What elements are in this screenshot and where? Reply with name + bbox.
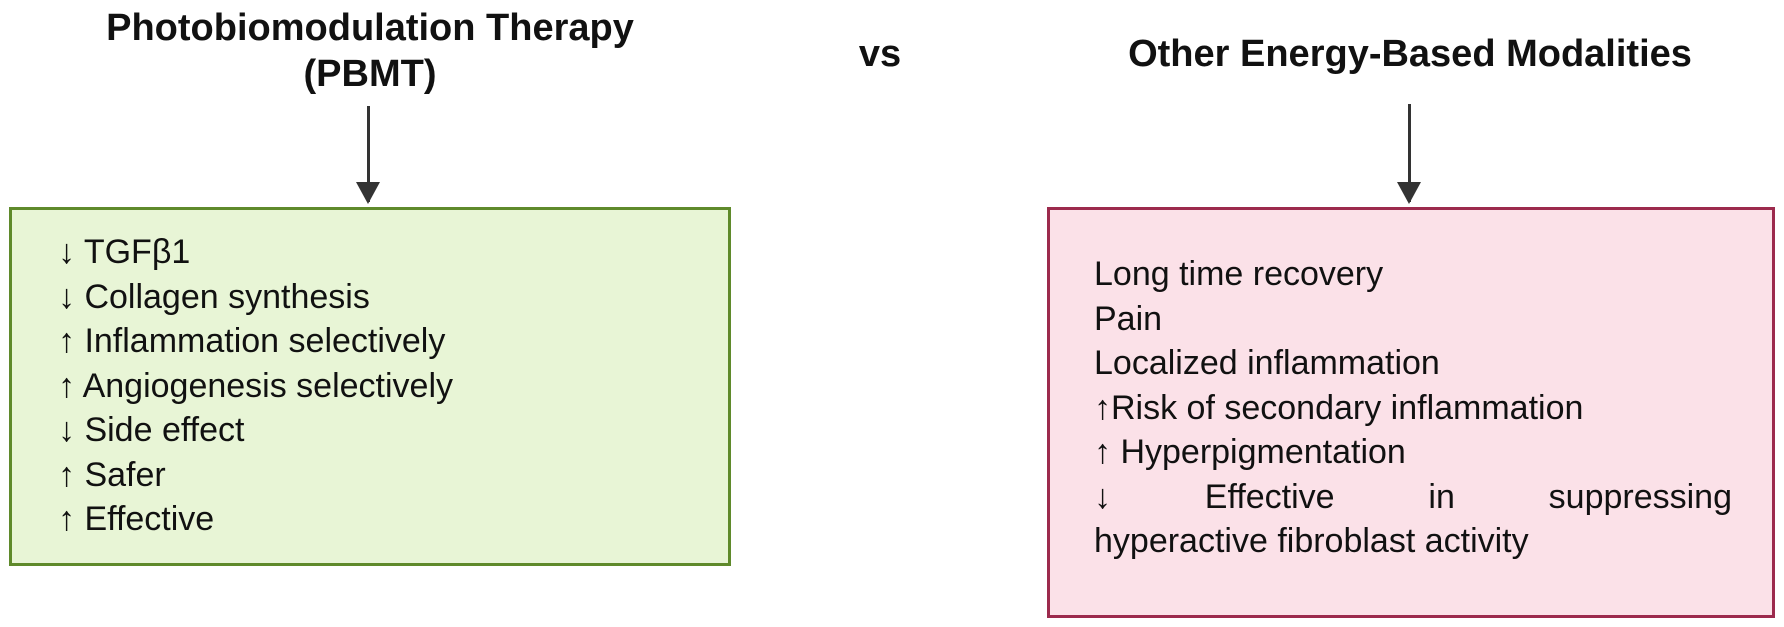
- pbmt-effects-box: ↓ TGFβ1 ↓ Collagen synthesis ↑ Inflammat…: [9, 207, 731, 566]
- vs-label: vs: [858, 33, 902, 75]
- pbmt-effect-item: ↑ Angiogenesis selectively: [58, 366, 454, 405]
- pbmt-effect-item: ↓ TGFβ1: [58, 233, 191, 271]
- other-modalities-down-arrow: [1397, 104, 1421, 204]
- other-modalities-title: Other Energy-Based Modalities: [1128, 33, 1692, 75]
- other-modality-effect-item: Pain: [1094, 299, 1163, 338]
- pbmt-effect-item: ↓ Collagen synthesis: [58, 277, 370, 316]
- other-modalities-effects-box: Long time recovery Pain Localized inflam…: [1047, 207, 1775, 618]
- other-modality-effect-item: ↓ Effective in suppressing: [1094, 477, 1732, 516]
- other-modality-effect-item: ↑ Hyperpigmentation: [1094, 433, 1406, 471]
- other-modality-effect-item: Localized inflammation: [1094, 344, 1440, 382]
- pbmt-effect-item: ↑ Safer: [58, 455, 166, 494]
- pbmt-down-arrow: [356, 106, 380, 204]
- pbmt-effect-item: ↑ Inflammation selectively: [58, 322, 446, 360]
- other-modality-effect-item: ↑Risk of secondary inflammation: [1094, 388, 1584, 427]
- pbmt-effect-item: ↓ Side effect: [58, 411, 245, 449]
- pbmt-effect-item: ↑ Effective: [58, 500, 215, 538]
- pbmt-title: Photobiomodulation Therapy (PBMT): [106, 7, 634, 95]
- other-modality-effect-item: Long time recovery: [1094, 255, 1384, 293]
- other-modality-effect-item: hyperactive fibroblast activity: [1094, 522, 1529, 560]
